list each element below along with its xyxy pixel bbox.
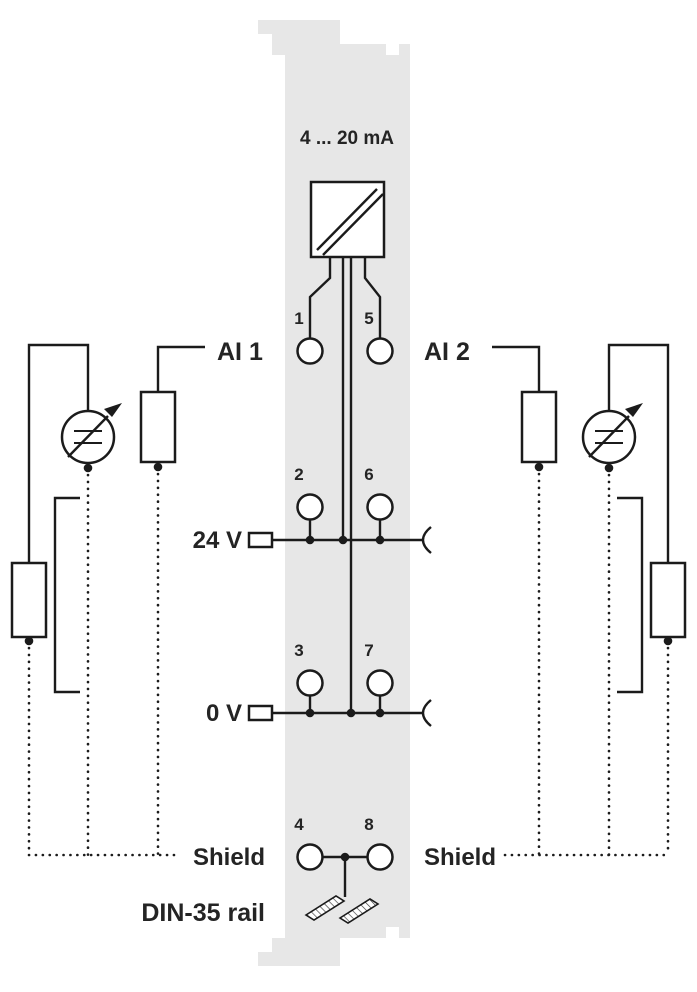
adjust-arrow-head <box>625 403 643 417</box>
wire-ad-to-terminal-5 <box>363 257 382 339</box>
terminal-module-body <box>258 20 410 966</box>
current-source-left-icon <box>60 403 122 465</box>
adjust-arrow-shaft <box>67 415 109 458</box>
terminal-3: 3 <box>294 641 324 697</box>
module-bottom-right-notch <box>386 927 399 938</box>
supply-bracket-left <box>53 496 80 694</box>
terminal-1-contact <box>296 337 324 365</box>
ai2-sensor-wire <box>492 345 541 392</box>
junction-dot <box>338 535 348 545</box>
terminal-3-number: 3 <box>294 641 303 660</box>
junction-dot <box>534 462 544 472</box>
terminal-6-contact <box>366 493 394 521</box>
terminal-5-number: 5 <box>364 309 373 328</box>
supply-bracket-right <box>617 496 644 694</box>
ad-converter-diagonal-1 <box>316 188 378 251</box>
transducer-resistor-right-upper <box>520 390 558 464</box>
terminal-8-contact <box>366 843 394 871</box>
shield-left-label: Shield <box>193 844 265 871</box>
terminal-4-number: 4 <box>294 815 304 834</box>
0v-label: 0 V <box>206 700 242 727</box>
junction-dot <box>83 463 93 473</box>
terminal-6-number: 6 <box>364 465 373 484</box>
junction-dot <box>305 535 315 545</box>
ad-converter-diagonal-2 <box>322 193 384 256</box>
load-resistor-right-lower <box>649 561 687 639</box>
terminal-4: 4 <box>294 815 324 871</box>
adjust-arrow-shaft <box>588 415 630 458</box>
module-range-label: 4 ... 20 mA <box>300 128 394 149</box>
terminal-6: 6 <box>364 465 394 521</box>
0v-continuation-arc <box>421 699 432 727</box>
ai1-sensor-wire <box>156 345 205 392</box>
din-rail-bar <box>338 898 380 924</box>
ad-converter-symbol <box>309 180 386 259</box>
junction-dot <box>305 708 315 718</box>
supply-sensor-wire-left <box>27 343 90 563</box>
terminal-5-contact <box>366 337 394 365</box>
wire-ad-to-terminal-1 <box>308 257 332 339</box>
24v-continuation-arc <box>421 526 432 554</box>
terminal-8: 8 <box>364 815 394 871</box>
din-rail-icon <box>304 895 380 924</box>
terminal-3-contact <box>296 669 324 697</box>
load-resistor-left-lower <box>10 561 48 639</box>
24v-label: 24 V <box>193 527 242 554</box>
din-rail-bar <box>304 895 346 921</box>
terminal-4-contact <box>296 843 324 871</box>
junction-dot <box>24 636 34 646</box>
junction-dot <box>375 535 385 545</box>
junction-dot <box>340 852 350 862</box>
terminal-8-number: 8 <box>364 815 373 834</box>
junction-dot <box>663 636 673 646</box>
terminal-2-contact <box>296 493 324 521</box>
terminal-1-number: 1 <box>294 309 303 328</box>
transducer-resistor-left-upper <box>139 390 177 464</box>
junction-dot <box>346 708 356 718</box>
terminal-2: 2 <box>294 465 324 521</box>
junction-dot <box>375 708 385 718</box>
24v-connector <box>247 531 274 549</box>
external-circuit-left <box>10 343 205 857</box>
module-top-right-notch <box>386 44 399 55</box>
terminal-7: 7 <box>364 641 394 697</box>
junction-dot <box>153 462 163 472</box>
shield-right-label: Shield <box>424 844 496 871</box>
ai2-label: AI 2 <box>424 338 470 366</box>
terminal-1: 1 <box>294 309 324 365</box>
terminal-7-contact <box>366 669 394 697</box>
junction-dot <box>604 463 614 473</box>
adjust-arrow-head <box>104 403 122 417</box>
0v-connector <box>247 704 274 722</box>
terminal-2-number: 2 <box>294 465 303 484</box>
supply-sensor-wire-right <box>607 343 670 563</box>
current-source-right-icon <box>581 403 643 465</box>
ai1-label: AI 1 <box>217 338 263 366</box>
terminal-5: 5 <box>364 309 394 365</box>
din-rail-label: DIN-35 rail <box>141 899 265 927</box>
external-circuit-right <box>492 343 687 857</box>
terminal-7-number: 7 <box>364 641 373 660</box>
